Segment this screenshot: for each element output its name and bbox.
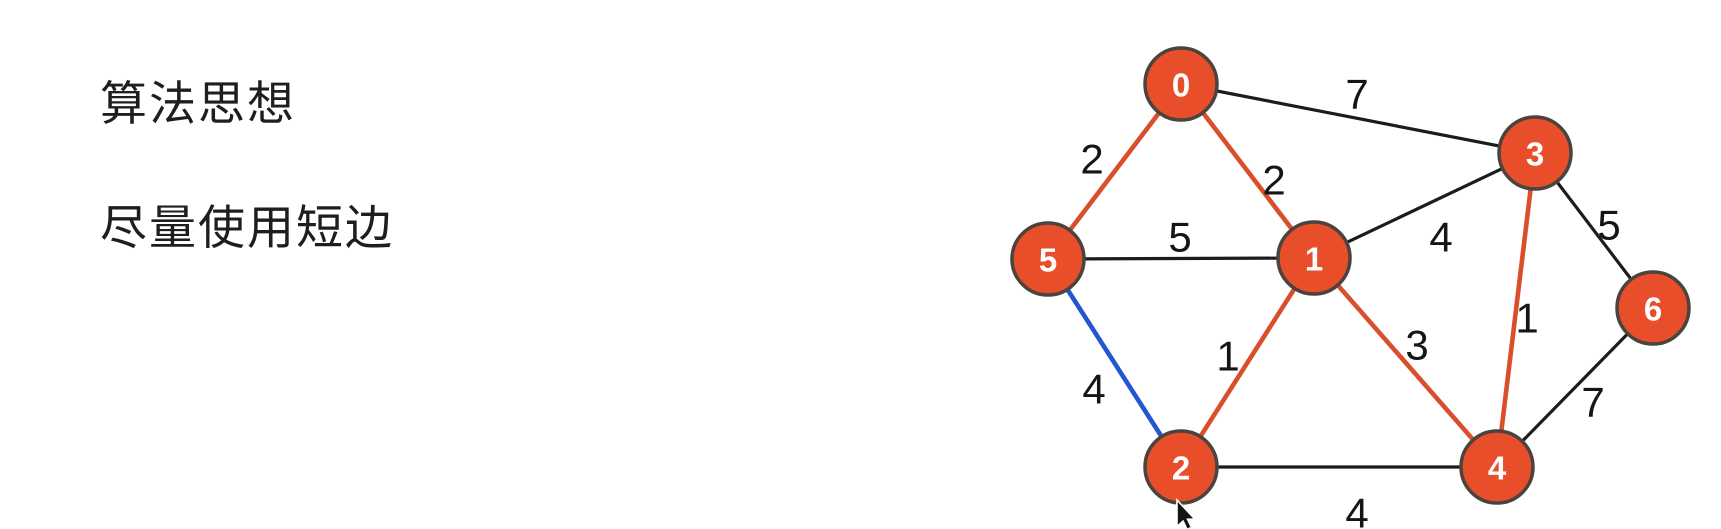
edge-weight-label-0-1: 2 <box>1262 157 1285 204</box>
graph-node-6 <box>1615 270 1691 346</box>
edge-weight-label-5-2: 4 <box>1082 366 1105 413</box>
graph-edge-1-4 <box>1311 255 1500 470</box>
graph-node-label-6: 6 <box>1644 291 1662 328</box>
graph-node-label-3: 3 <box>1526 136 1544 173</box>
graph-node-label-5: 5 <box>1039 242 1057 279</box>
graph-edge-5-1 <box>1046 256 1316 261</box>
graph-node-4 <box>1459 429 1535 505</box>
graph-node-3 <box>1497 115 1573 191</box>
graph-node-5 <box>1010 221 1086 297</box>
graph-node-0 <box>1143 46 1219 122</box>
graph-edge-1-2 <box>1178 255 1317 470</box>
graph-node-2 <box>1143 429 1219 505</box>
graph-edge-5-2 <box>1045 256 1184 470</box>
mouse-cursor-icon <box>1176 497 1197 529</box>
graph-node-1 <box>1276 220 1352 296</box>
edge-weight-label-0-3: 7 <box>1345 71 1368 118</box>
edge-weight-label-4-6: 7 <box>1581 379 1604 426</box>
graph-edge-0-3 <box>1179 82 1537 155</box>
edge-weight-label-1-3: 4 <box>1429 214 1452 261</box>
edge-weight-label-1-2: 1 <box>1216 333 1239 380</box>
edge-weight-label-2-4: 4 <box>1345 490 1368 529</box>
edge-weight-label-1-4: 3 <box>1405 322 1428 369</box>
graph-node-label-0: 0 <box>1172 67 1190 104</box>
edge-weight-label-0-5: 2 <box>1080 136 1103 183</box>
edge-weight-label-5-1: 5 <box>1168 214 1191 261</box>
graph-edge-3-4 <box>1494 150 1538 470</box>
graph-node-label-4: 4 <box>1488 450 1507 487</box>
note-use-short-edges: 尽量使用短边 <box>100 201 394 254</box>
note-algorithm-idea: 算法思想 <box>100 77 296 130</box>
graph-node-label-2: 2 <box>1172 450 1190 487</box>
edge-weight-label-3-4: 1 <box>1515 295 1538 342</box>
graph-edge-1-3 <box>1312 151 1537 260</box>
graph-node-label-1: 1 <box>1305 241 1323 278</box>
edge-weight-label-3-6: 5 <box>1597 202 1620 249</box>
